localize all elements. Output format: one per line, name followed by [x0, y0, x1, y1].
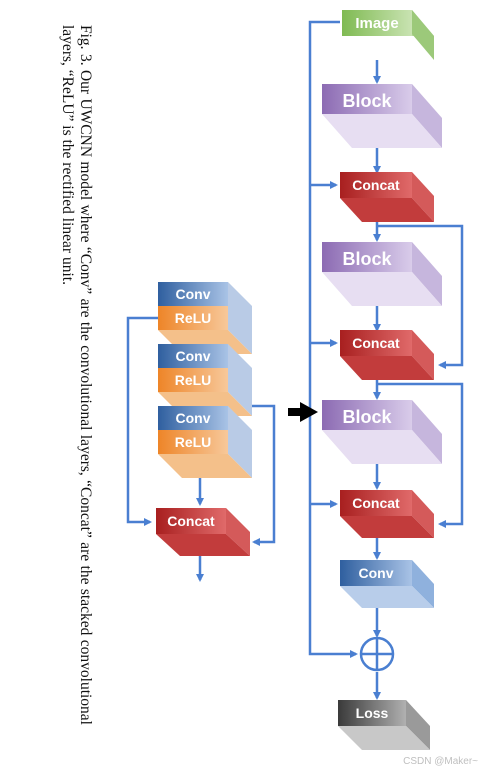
- concat-box-2: Concat: [340, 330, 434, 380]
- image-box: Image: [342, 10, 434, 60]
- image-label: Image: [355, 15, 398, 32]
- concat-box-3: Concat: [340, 490, 434, 538]
- block-box-2: Block: [322, 242, 442, 306]
- concat-box-1: Concat: [340, 172, 434, 222]
- block-label-2: Block: [342, 249, 392, 269]
- detail-skip-left: [126, 316, 158, 526]
- conv-box-main: Conv: [340, 560, 434, 608]
- detail-conv-label-1: Conv: [176, 286, 211, 302]
- block-box-3: Block: [322, 400, 442, 464]
- concat-label-1: Concat: [352, 177, 400, 193]
- skip-block3-bypass: [377, 382, 464, 528]
- detail-relu-label-3: ReLU: [175, 434, 212, 450]
- skip-image-to-add: [308, 20, 358, 658]
- loss-label: Loss: [356, 705, 389, 721]
- block-box-1: Block: [322, 84, 442, 148]
- detail-concat-box: Concat: [156, 508, 250, 556]
- figure-caption: Fig. 3. Our UWCNN model where “Conv” are…: [59, 25, 95, 725]
- caption-label: Fig. 3.: [77, 25, 94, 66]
- block-label-3: Block: [342, 407, 392, 427]
- detail-concat-label: Concat: [167, 513, 215, 529]
- conv-relu-unit-2: Conv ReLU: [158, 344, 252, 416]
- expansion-arrow: [288, 402, 318, 422]
- conv-relu-unit-3: Conv ReLU: [158, 406, 252, 478]
- conv-relu-unit-1: Conv ReLU: [158, 282, 252, 354]
- watermark: CSDN @Maker~: [403, 756, 478, 767]
- skip-block2-bypass: [377, 224, 464, 369]
- detail-conv-label-2: Conv: [176, 348, 211, 364]
- detail-connectors: [126, 316, 276, 582]
- loss-box: Loss: [338, 700, 430, 750]
- conv-label-main: Conv: [359, 565, 394, 581]
- concat-label-3: Concat: [352, 495, 400, 511]
- add-node: [359, 636, 395, 672]
- detail-relu-label-1: ReLU: [175, 310, 212, 326]
- detail-conv-label-3: Conv: [176, 410, 211, 426]
- detail-relu-label-2: ReLU: [175, 372, 212, 388]
- concat-label-2: Concat: [352, 335, 400, 351]
- detail-skip-right: [252, 404, 276, 546]
- main-connectors: [308, 20, 464, 700]
- caption-text: Our UWCNN model where “Conv” are the con…: [59, 25, 95, 725]
- block-label-1: Block: [342, 91, 392, 111]
